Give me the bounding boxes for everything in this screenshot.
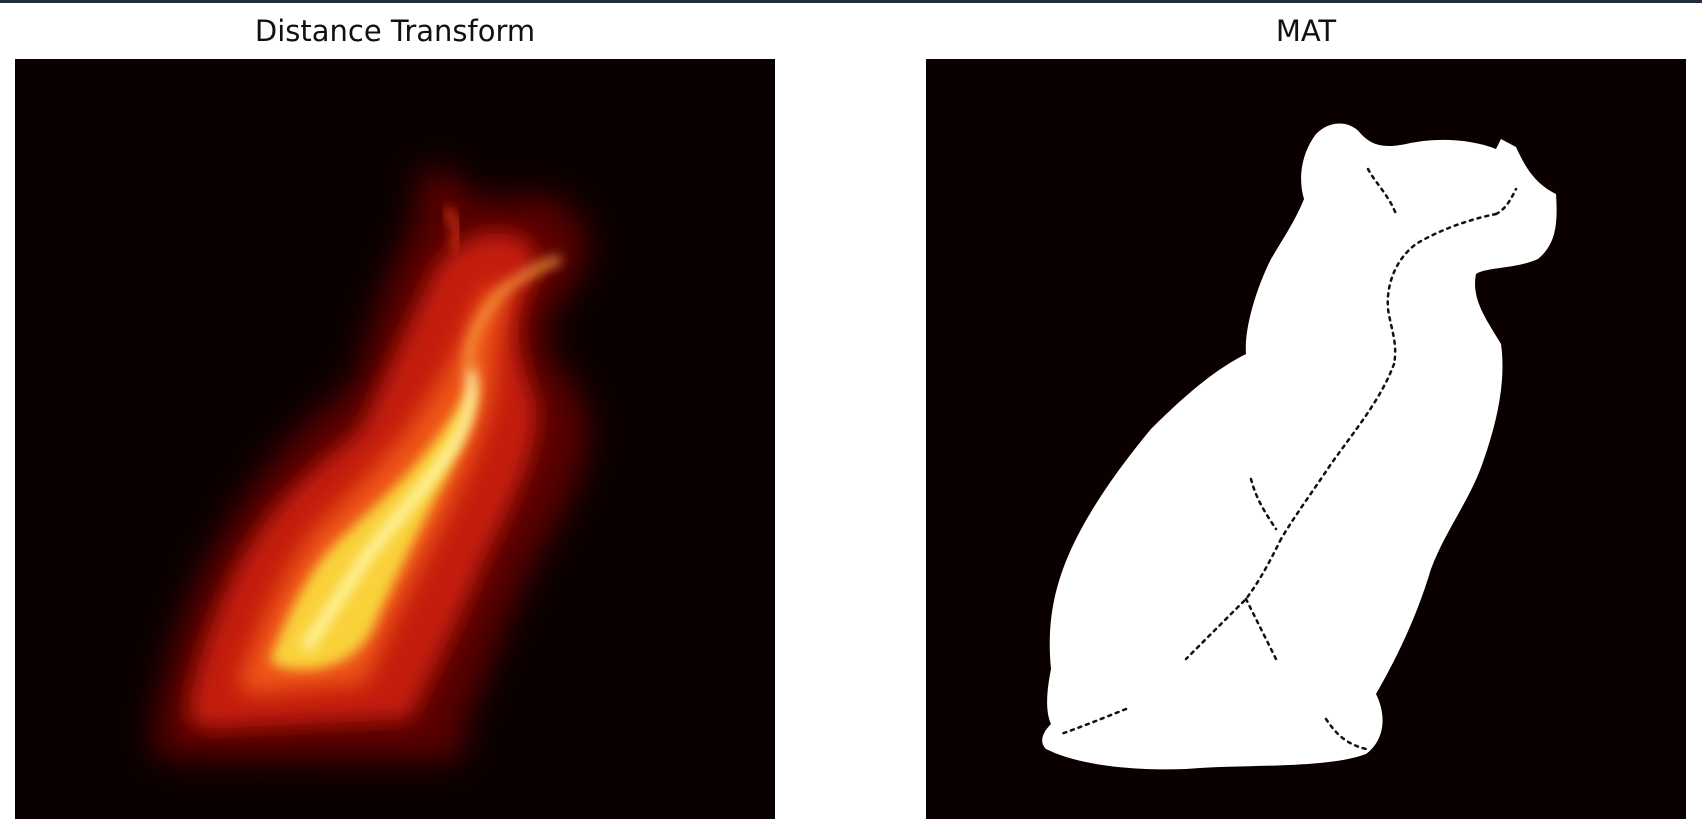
distance-transform-heatmap bbox=[15, 59, 775, 819]
mat-binary-mask bbox=[926, 59, 1686, 819]
window-top-border bbox=[0, 0, 1702, 3]
distance-transform-image bbox=[15, 59, 775, 819]
panel-title-mat: MAT bbox=[1275, 14, 1337, 48]
panel-title-distance-transform: Distance Transform bbox=[254, 14, 536, 48]
medial-axis-transform-image bbox=[926, 59, 1686, 819]
